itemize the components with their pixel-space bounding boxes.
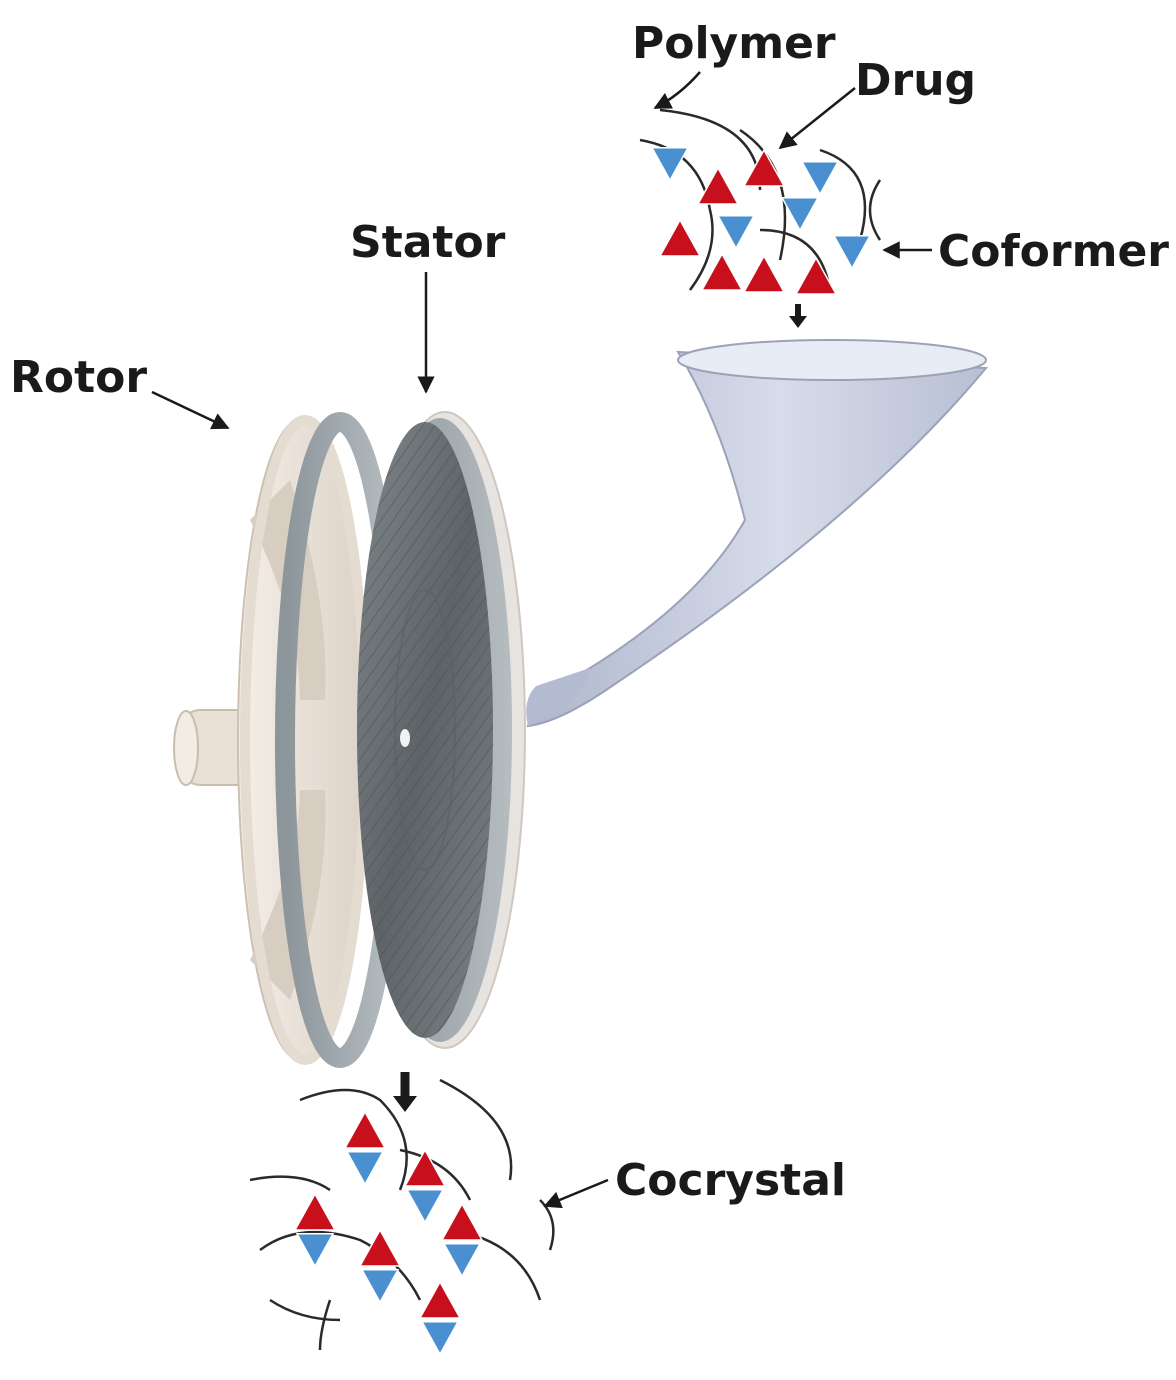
rotor-label: Rotor: [10, 352, 147, 403]
cocrystal-drug-part: [343, 1110, 387, 1149]
rotor: [173, 412, 405, 1068]
cocrystal-coformer-part: [405, 1189, 445, 1224]
drug-particle: [742, 254, 786, 293]
cocrystal-drug-part: [293, 1192, 337, 1231]
cocrystal-drug-part: [418, 1280, 462, 1319]
drug-particle: [658, 218, 702, 257]
cocrystal-coformer-part: [345, 1151, 385, 1186]
polymer-label: Polymer: [632, 18, 836, 69]
cocrystal-polymer-chains: [249, 1078, 555, 1351]
cocrystal-mixture: [249, 1072, 555, 1356]
coformer-label: Coformer: [938, 226, 1169, 277]
coformer-callout: Coformer: [882, 226, 1169, 277]
hopper: [526, 339, 989, 728]
cocrystal-particles: [293, 1110, 484, 1356]
drug-arrow: [778, 87, 856, 150]
drug-callout: Drug: [778, 55, 976, 150]
drug-particle: [742, 148, 786, 187]
polymer-arrow: [653, 71, 701, 110]
cocrystal-arrow: [543, 1178, 609, 1209]
cocrystal-drug-part: [440, 1202, 484, 1241]
cocrystal-coformer-part: [442, 1243, 482, 1278]
rotor-arrow: [151, 390, 230, 430]
cocrystal-label: Cocrystal: [615, 1155, 846, 1206]
stator: [357, 411, 526, 1049]
input-particles: [650, 147, 872, 295]
cocrystal-coformer-part: [420, 1321, 460, 1356]
coformer-particle: [716, 215, 756, 250]
cocrystal-drug-part: [403, 1148, 447, 1187]
coformer-particle: [650, 147, 690, 182]
drug-particle: [700, 252, 744, 291]
cocrystal-drug-part: [358, 1228, 402, 1267]
coformer-particle: [800, 161, 840, 196]
cocrystal-callout: Cocrystal: [543, 1155, 846, 1209]
stator-callout: Stator: [350, 217, 506, 394]
stator-label: Stator: [350, 217, 506, 268]
cocrystal-coformer-part: [360, 1269, 400, 1304]
coformer-particle: [832, 235, 872, 270]
drug-particle: [794, 256, 838, 295]
polymer-callout: Polymer: [632, 18, 836, 110]
rotor-callout: Rotor: [10, 352, 230, 430]
cocrystal-coformer-part: [295, 1233, 335, 1268]
drug-particle: [696, 166, 740, 205]
coformer-particle: [780, 197, 820, 232]
drug-label: Drug: [855, 55, 976, 106]
input-mixture: [639, 108, 882, 328]
